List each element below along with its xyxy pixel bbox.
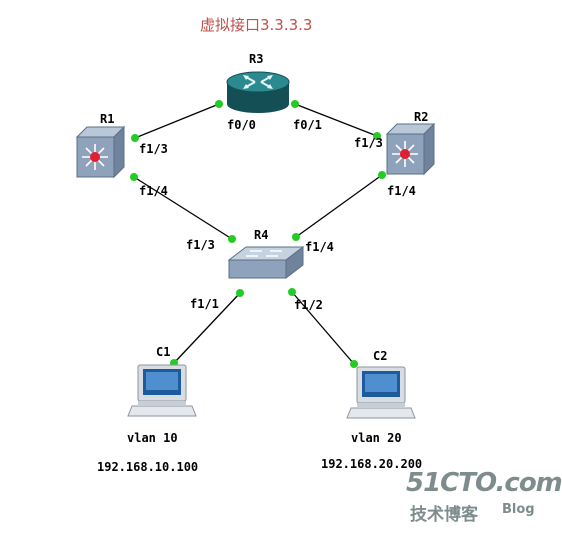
interface-label: f1/4	[139, 184, 168, 198]
interface-label: f1/3	[186, 238, 215, 252]
pc-icon[interactable]	[346, 366, 416, 419]
multilayer-switch-icon[interactable]	[385, 122, 436, 176]
switch-icon[interactable]	[227, 245, 305, 280]
links	[133, 103, 383, 365]
device-label-c2: C2	[373, 349, 388, 363]
device-label-r2: R2	[414, 110, 429, 124]
port-dot	[373, 132, 381, 140]
router-icon[interactable]	[226, 71, 290, 113]
port-dots	[130, 100, 386, 368]
device-label-r3: R3	[249, 52, 264, 66]
diagram-title: 虚拟接口3.3.3.3	[200, 16, 313, 34]
port-dot	[378, 171, 386, 179]
pc-icon[interactable]	[127, 364, 197, 417]
interface-label: f1/1	[190, 297, 219, 311]
link-r3-r2	[294, 103, 378, 137]
device-label-r4: R4	[254, 228, 269, 242]
interface-label: f1/2	[294, 298, 323, 312]
interface-label: f1/4	[387, 184, 416, 198]
host-ip-c1: 192.168.10.100	[97, 460, 199, 474]
link-r4-c1	[173, 292, 241, 364]
interface-label: f1/3	[354, 136, 383, 150]
port-dot	[292, 233, 300, 241]
watermark-subtitle: 技术博客	[410, 505, 478, 525]
device-label-r1: R1	[100, 112, 115, 126]
link-r4-c2	[291, 291, 355, 365]
device-label-c1: C1	[156, 345, 171, 359]
port-dot	[130, 173, 138, 181]
host-vlan-c2: vlan 20	[351, 431, 402, 445]
interface-label: f1/4	[305, 240, 334, 254]
watermark-blog: Blog	[502, 502, 535, 517]
interface-label: f0/0	[227, 118, 256, 132]
port-dot	[131, 134, 139, 142]
link-r1-r4	[133, 176, 233, 240]
port-dot	[236, 289, 244, 297]
multilayer-switch-icon[interactable]	[75, 125, 126, 179]
port-dot	[228, 235, 236, 243]
port-dot	[291, 100, 299, 108]
link-r2-r4	[295, 174, 383, 238]
host-vlan-c1: vlan 10	[127, 431, 178, 445]
host-ip-c2: 192.168.20.200	[321, 457, 423, 471]
port-dot	[350, 360, 358, 368]
interface-label: f0/1	[293, 118, 322, 132]
port-dot	[215, 100, 223, 108]
link-r3-r1	[134, 103, 220, 139]
interface-label: f1/3	[139, 142, 168, 156]
watermark-site: 51CTO.com	[406, 468, 562, 498]
port-dot	[288, 288, 296, 296]
